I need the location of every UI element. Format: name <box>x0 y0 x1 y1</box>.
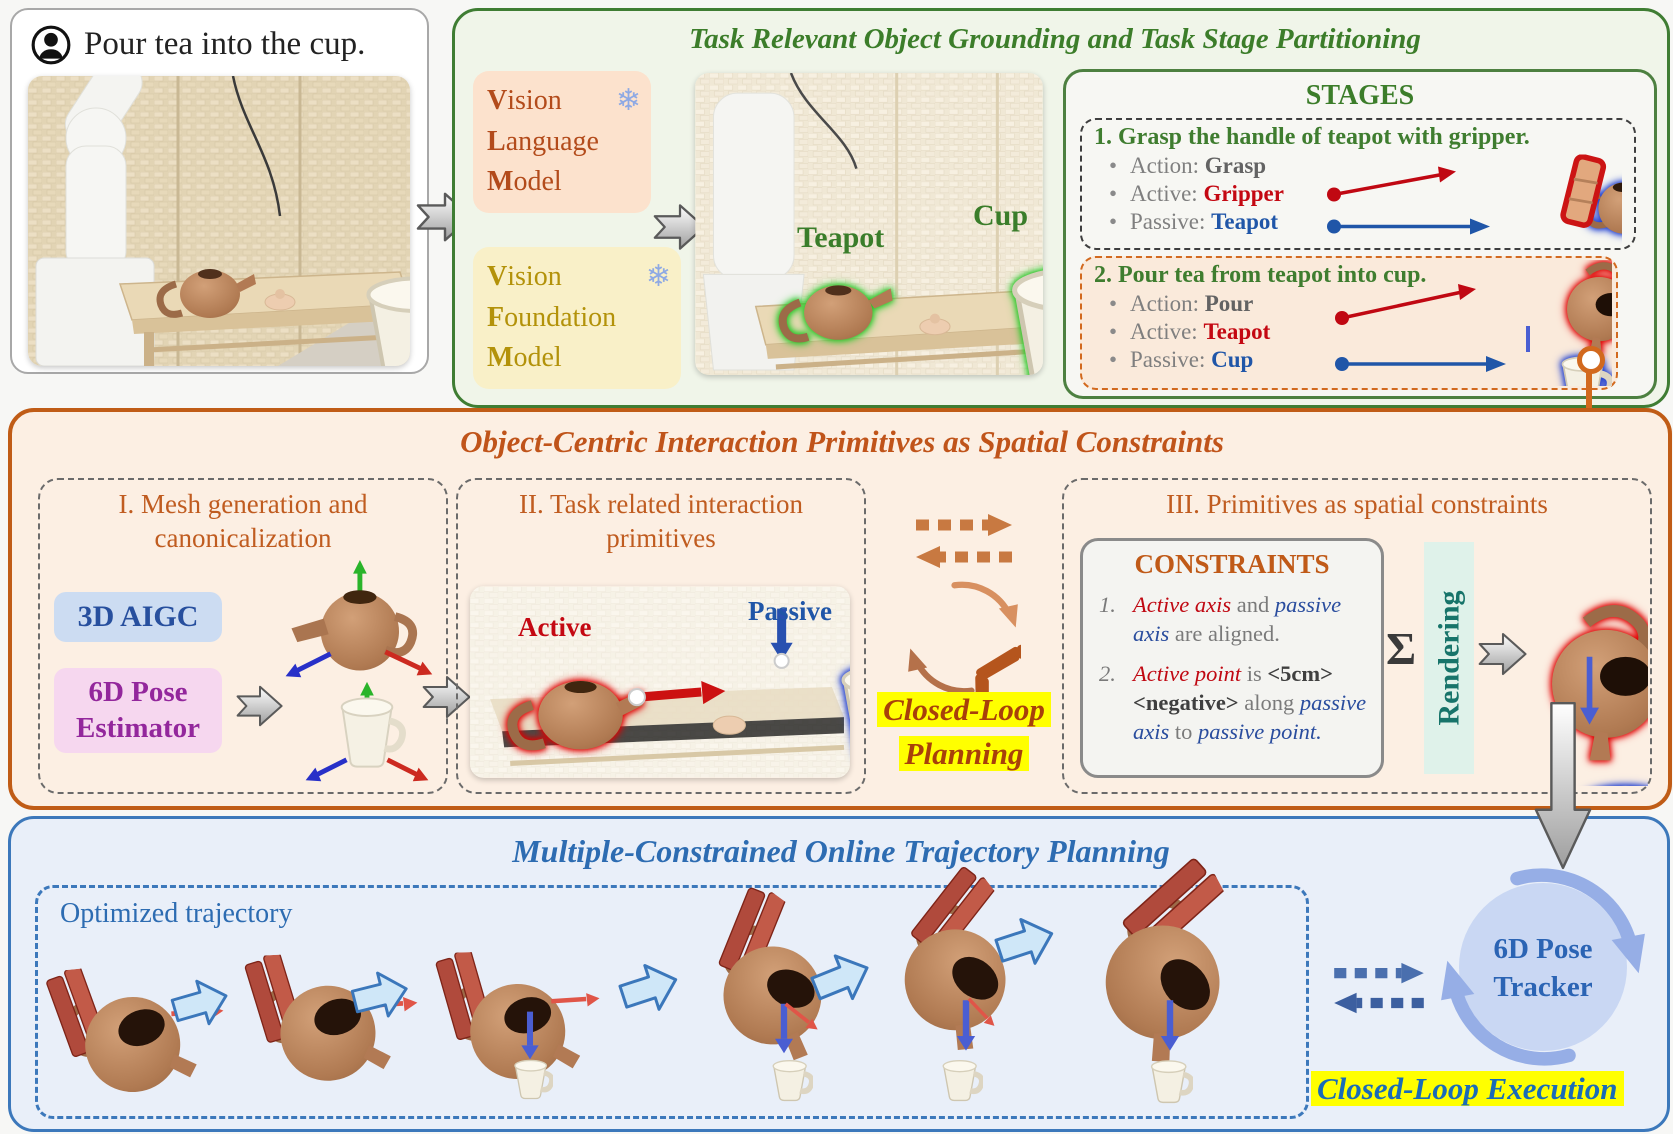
passive-label: Passive <box>748 596 832 626</box>
rendered-result <box>1516 518 1648 786</box>
trajectory-section: Multiple-Constrained Online Trajectory P… <box>8 816 1670 1132</box>
connector-dot <box>1577 346 1605 374</box>
optimized-trajectory-box: Optimized trajectory <box>35 885 1309 1119</box>
bidirectional-dashed-arrows-icon <box>1334 962 1424 1014</box>
stage2-title: 2. Pour tea from teapot into cup. <box>1094 262 1427 288</box>
stage2-active-value: Teapot <box>1203 319 1271 344</box>
target-cup <box>1143 1053 1193 1106</box>
trajectory-pose <box>427 948 582 1085</box>
stage1-passive-value: Teapot <box>1211 209 1279 234</box>
stage2-passive-value: Cup <box>1211 347 1254 372</box>
sigma-symbol: Σ <box>1386 623 1417 674</box>
stage2-active-label: Active: <box>1130 319 1204 344</box>
grounded-photo: Teapot Cup <box>695 73 1043 375</box>
stage1-diagram <box>1327 150 1622 245</box>
stage1-action-label: Action: <box>1130 153 1205 178</box>
task-input-panel: Pour tea into the cup. <box>10 8 429 374</box>
stage2-diagram <box>1335 260 1612 386</box>
grounding-section: Task Relevant Object Grounding and Task … <box>452 8 1670 408</box>
vlm-text: V <box>487 85 508 116</box>
target-cup <box>765 1053 813 1104</box>
target-cup <box>507 1053 553 1102</box>
rendering-label: Rendering <box>1432 590 1465 726</box>
target-cup <box>935 1053 983 1104</box>
tracker-loop-arrows-icon <box>1441 868 1645 1066</box>
stage-2: 2. Pour tea from teapot into cup. •Actio… <box>1080 256 1618 390</box>
vlm-box: ❄ Vision Language Model <box>473 71 651 213</box>
pose-tracker-circle <box>1459 883 1627 1051</box>
cup-label: Cup <box>973 199 1029 232</box>
stage1-passive-label: Passive: <box>1130 209 1212 234</box>
stage1-active-value: Gripper <box>1203 181 1284 206</box>
canonical-teapot-axes <box>268 558 443 690</box>
spatial-constraints-box: III. Primitives as spatial constraints C… <box>1062 478 1652 794</box>
stage2-passive-label: Passive: <box>1130 347 1212 372</box>
snowflake-icon: ❄ <box>645 259 671 294</box>
constraints-title: CONSTRAINTS <box>1134 549 1330 579</box>
vfm-box: ❄ Vision Foundation Model <box>473 247 681 389</box>
constraint-1: 1. Active axis and passive axis are alig… <box>1099 592 1342 647</box>
box2-title: II. Task related interaction <box>519 489 803 519</box>
stage2-action-label: Action: <box>1130 291 1205 316</box>
spout-axis-arrow <box>549 991 601 1010</box>
pose-estimator-box: 6D Pose Estimator <box>54 668 222 753</box>
canonical-cup-axes <box>292 678 442 790</box>
vfm-text: V <box>487 261 508 292</box>
grounding-title: Task Relevant Object Grounding and Task … <box>689 23 1421 55</box>
stage1-active-label: Active: <box>1130 181 1204 206</box>
stages-title: STAGES <box>1305 80 1415 111</box>
box1-title: I. Mesh generation and <box>118 489 368 519</box>
snowflake-icon: ❄ <box>615 83 641 118</box>
primitives-photo: Active Passive <box>470 586 850 778</box>
primitives-section: Object-Centric Interaction Primitives as… <box>8 408 1672 810</box>
stage2-action-value: Pour <box>1204 291 1254 316</box>
active-label: Active <box>518 612 592 642</box>
gpt-loop-icon <box>908 581 1021 696</box>
stage-to-primitives-connector <box>1586 356 1592 440</box>
optimized-trajectory-label: Optimized trajectory <box>60 898 293 929</box>
scene-photo <box>28 76 410 366</box>
stage1-action-value: Grasp <box>1204 153 1267 178</box>
user-icon <box>31 25 71 65</box>
task-prompt: Pour tea into the cup. <box>84 26 366 62</box>
constraint-2: 2. Active point is <5cm> <negative> alon… <box>1099 660 1367 745</box>
mesh-generation-box: I. Mesh generation and canonicalization … <box>38 478 448 794</box>
stage1-title: 1. Grasp the handle of teapot with gripp… <box>1094 124 1530 150</box>
primitives-title: Object-Centric Interaction Primitives as… <box>460 424 1224 459</box>
closed-loop-planning-label: Closed-Loop Planning <box>858 690 1070 775</box>
bidirectional-dashed-arrows-icon <box>916 514 1012 568</box>
planning-title: Multiple-Constrained Online Trajectory P… <box>512 833 1170 869</box>
flow-down-arrow-icon <box>1532 700 1594 872</box>
aigc-box: 3D AIGC <box>54 592 222 642</box>
pose-tracker-label: 6D Pose Tracker <box>1493 933 1593 1003</box>
stages-panel: STAGES 1. Grasp the handle of teapot wit… <box>1063 69 1657 399</box>
pour-axis-arrow <box>1159 997 1181 1053</box>
teapot-label: Teapot <box>797 221 885 254</box>
trajectory-pose <box>37 958 200 1105</box>
constraints-card: CONSTRAINTS 1. Active axis and passive a… <box>1080 538 1384 778</box>
box3-title: III. Primitives as spatial constraints <box>1166 489 1548 519</box>
interaction-primitives-box: II. Task related interaction primitives <box>456 478 866 794</box>
rendering-strip: Rendering <box>1424 542 1474 774</box>
stage-1: 1. Grasp the handle of teapot with gripp… <box>1080 118 1636 250</box>
closed-loop-execution-label: Closed-Loop Execution <box>1311 1071 1624 1107</box>
